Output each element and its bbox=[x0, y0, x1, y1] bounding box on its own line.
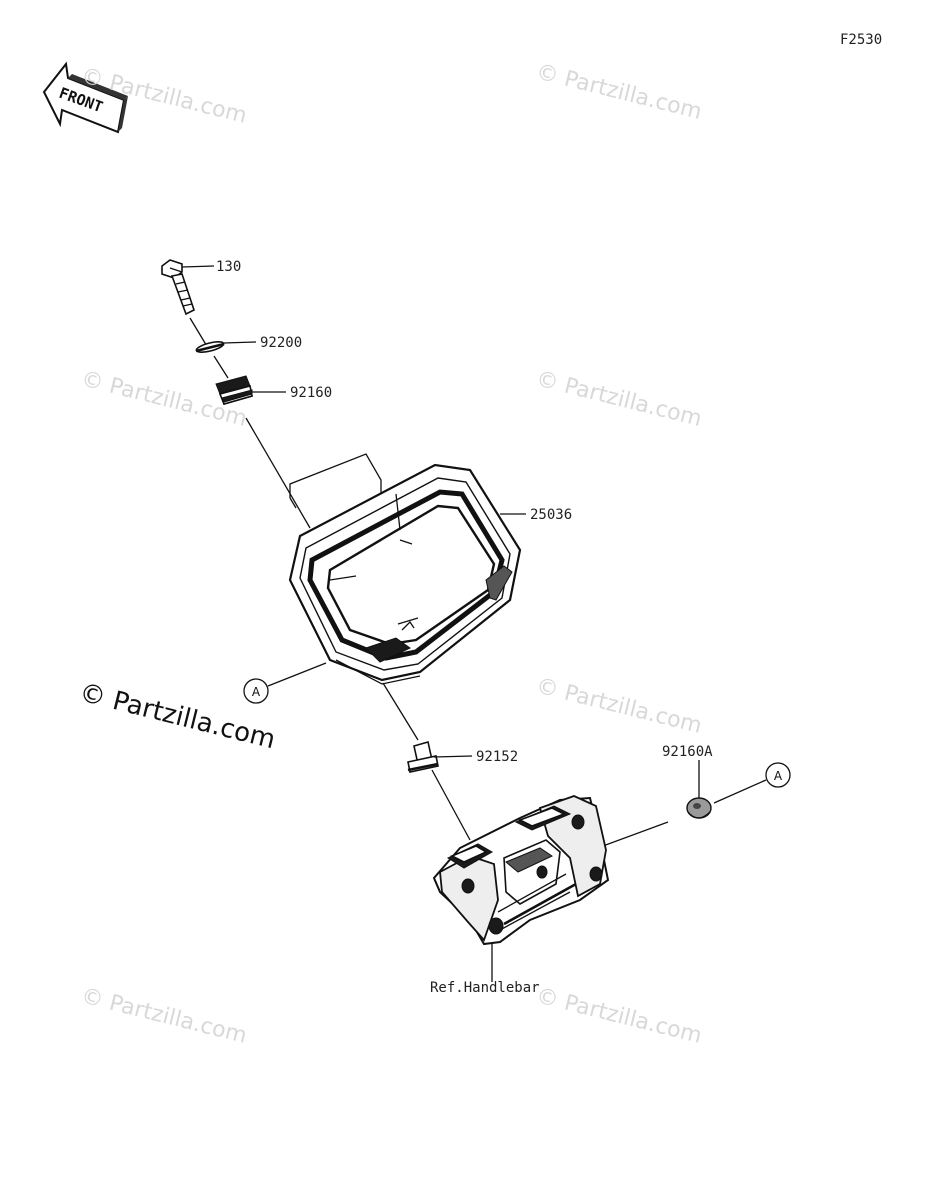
part-number-92200: 92200 bbox=[260, 335, 302, 351]
grommet-92160[interactable] bbox=[215, 375, 254, 405]
reference-label: Ref.Handlebar bbox=[430, 980, 540, 996]
meter-25036[interactable] bbox=[288, 463, 522, 685]
watermark: © Partzilla.com bbox=[534, 367, 705, 432]
part-number-130: 130 bbox=[216, 259, 241, 275]
diagram-code: F2530 bbox=[840, 32, 882, 48]
part-number-92160: 92160 bbox=[290, 385, 332, 401]
callout-a-right: A bbox=[713, 762, 791, 804]
handlebar-clamp[interactable] bbox=[432, 795, 610, 946]
assembly-lines bbox=[189, 317, 669, 851]
part-number-92152: 92152 bbox=[476, 749, 518, 765]
callout-a-label: A bbox=[252, 685, 261, 699]
bolt-130[interactable] bbox=[161, 259, 195, 316]
watermark: © Partzilla.com bbox=[534, 674, 705, 739]
watermark: © Partzilla.com bbox=[534, 60, 705, 125]
part-number-92160a: 92160A bbox=[662, 744, 713, 760]
callout-a-label: A bbox=[774, 769, 783, 783]
watermark: © Partzilla.com bbox=[79, 984, 250, 1049]
part-number-25036: 25036 bbox=[530, 507, 572, 523]
collar-92152[interactable] bbox=[407, 740, 439, 773]
washer-92200[interactable] bbox=[195, 340, 225, 355]
callout-a-left: A bbox=[243, 662, 327, 704]
grommet-92160a[interactable] bbox=[686, 797, 712, 819]
front-arrow: FRONT bbox=[42, 61, 128, 134]
watermark: © Partzilla.com bbox=[534, 984, 705, 1049]
